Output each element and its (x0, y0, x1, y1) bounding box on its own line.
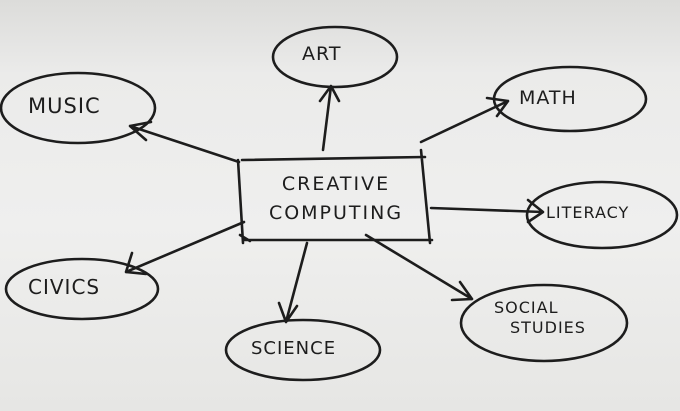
node-literacy: LITERACY (546, 203, 630, 222)
arrow-to-social-studies (364, 233, 474, 302)
center-box (236, 148, 434, 245)
node-science: SCIENCE (251, 338, 337, 359)
arrow-to-math (419, 96, 510, 144)
node-math: MATH (519, 87, 577, 109)
node-social-line-2: STUDIES (510, 318, 586, 337)
arrow-to-art (318, 84, 341, 152)
arrow-to-literacy (429, 198, 545, 224)
center-topic: CREATIVE COMPUTING (246, 170, 426, 229)
node-social-line-1: SOCIAL (494, 298, 559, 317)
center-line-1: CREATIVE (281, 173, 391, 195)
arrow-to-civics (124, 220, 246, 276)
node-social-studies: SOCIAL STUDIES (494, 298, 586, 338)
arrow-to-music (128, 120, 241, 164)
node-art: ART (302, 43, 342, 65)
science-ellipse (224, 318, 382, 382)
social-studies-ellipse (459, 283, 629, 363)
arrow-to-science (277, 241, 309, 324)
node-music: MUSIC (28, 94, 101, 118)
center-line-2: COMPUTING (268, 202, 404, 225)
node-civics: CIVICS (28, 275, 101, 299)
literacy-ellipse (525, 180, 679, 250)
art-ellipse (271, 25, 399, 89)
civics-ellipse (4, 257, 160, 321)
music-ellipse (0, 71, 157, 145)
